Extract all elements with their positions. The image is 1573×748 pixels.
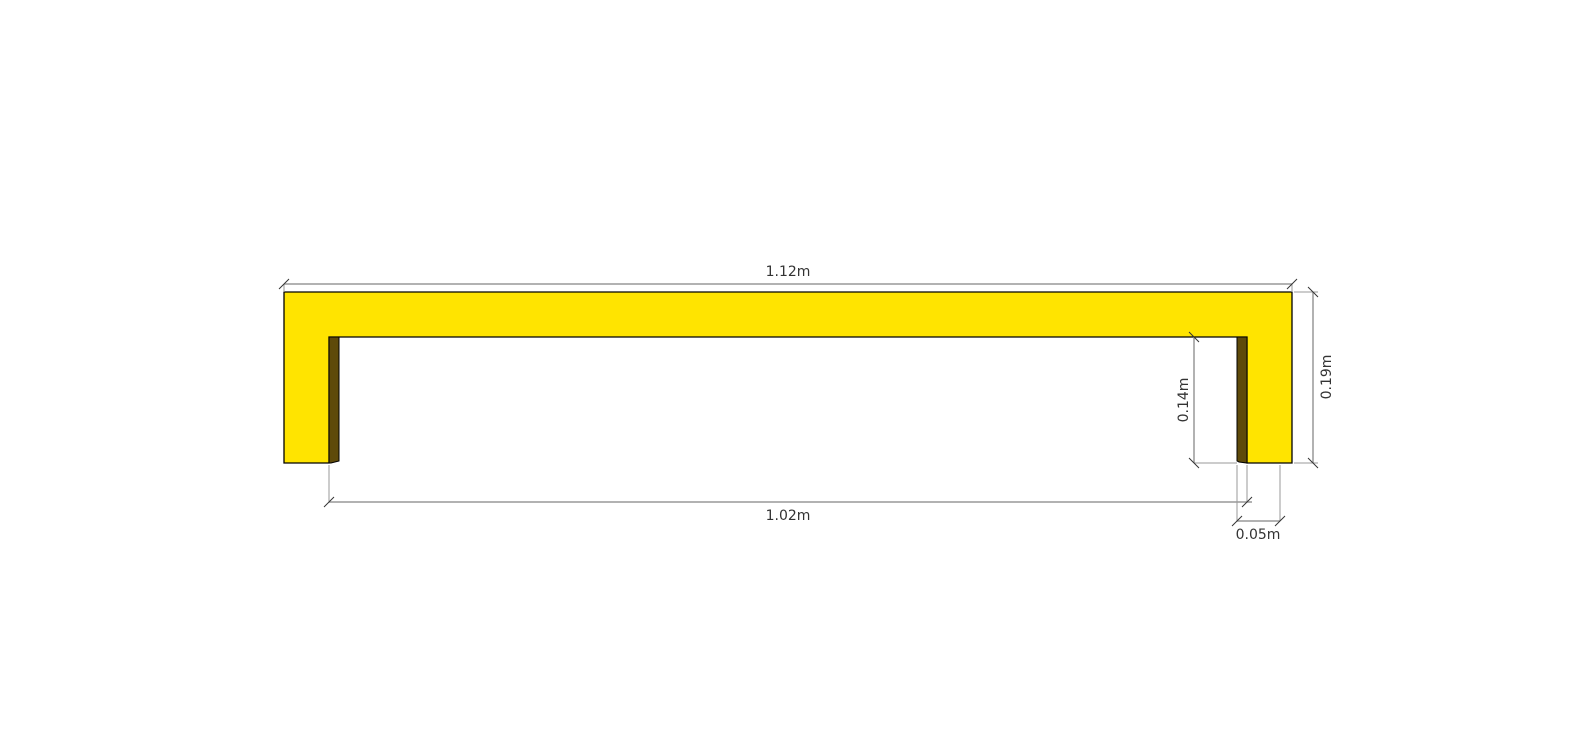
label-leg-height: 0.14m bbox=[1176, 378, 1192, 423]
shape-front-face[interactable] bbox=[283, 291, 1293, 464]
label-inner-width: 1.02m bbox=[766, 508, 811, 524]
dimension-overall-height: 0.19m bbox=[1294, 286, 1335, 469]
label-leg-width: 0.05m bbox=[1236, 527, 1281, 543]
dimension-leg-width: 0.05m bbox=[1231, 465, 1286, 543]
dimension-overall-width: 1.12m bbox=[278, 264, 1298, 292]
right-leg-side-face bbox=[1236, 336, 1248, 464]
label-overall-width: 1.12m bbox=[766, 264, 811, 280]
label-overall-height: 0.19m bbox=[1319, 355, 1335, 400]
dimension-leg-height: 0.14m bbox=[1176, 331, 1237, 469]
dimension-inner-width: 1.02m bbox=[323, 465, 1253, 524]
left-leg-side-face bbox=[328, 336, 340, 464]
